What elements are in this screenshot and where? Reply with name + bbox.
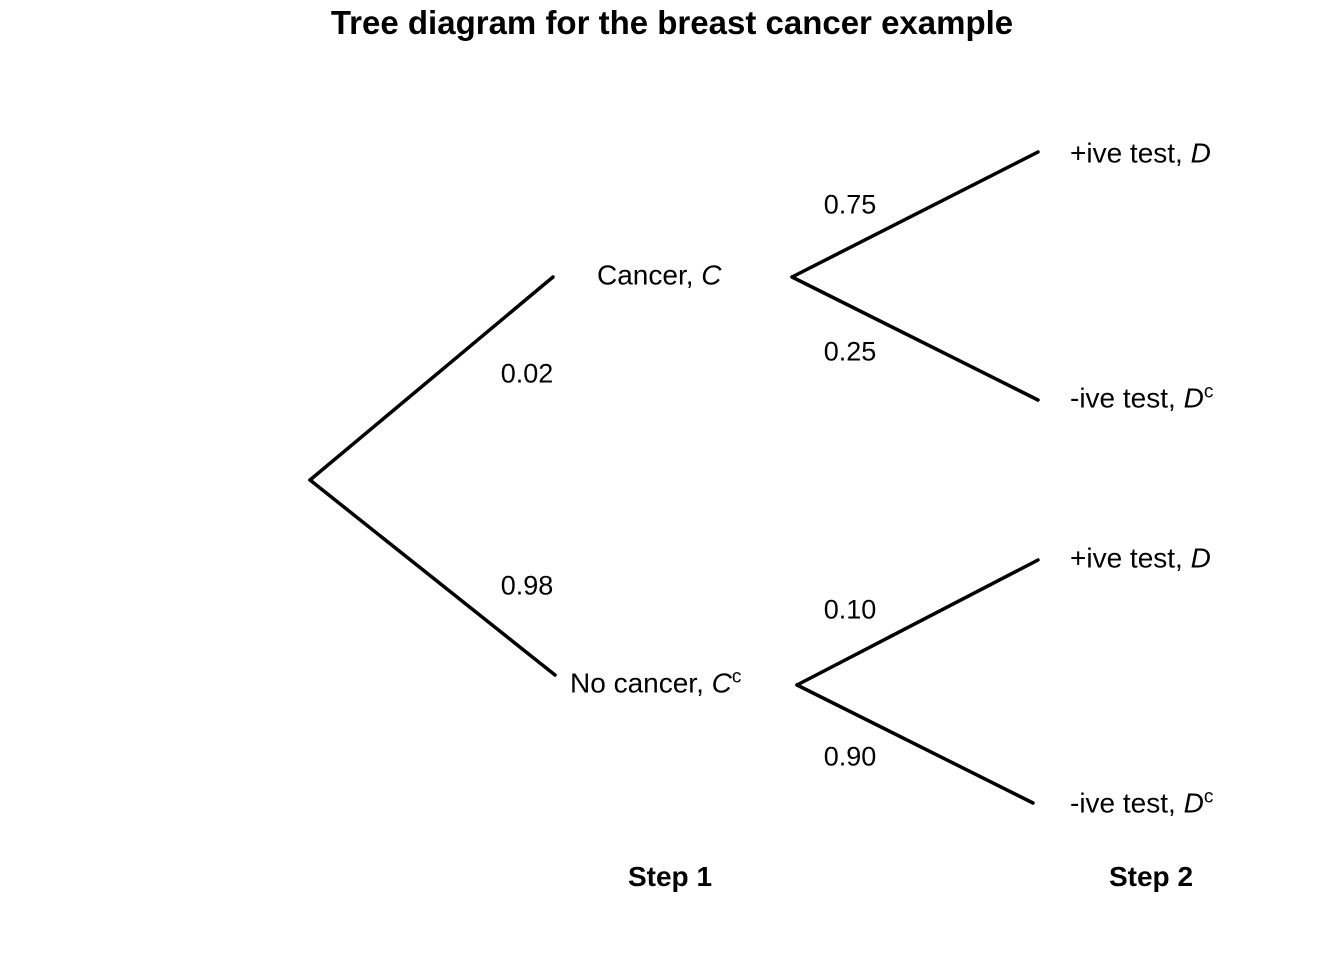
node-label-cancer: Cancer, C (597, 260, 722, 292)
leaf-label-no-cancer-positive-test: +ive test, D (1070, 543, 1211, 575)
branch-no-cancer-to-positive (795, 558, 1040, 687)
probability-positive-given-no-cancer: 0.10 (823, 594, 877, 625)
node-cancer-text: Cancer, (597, 259, 702, 291)
diagram-title: Tree diagram for the breast cancer examp… (330, 4, 1014, 41)
leaf-cancer-positive-text: +ive test, (1070, 137, 1191, 169)
leaf-cancer-negative-text: -ive test, (1070, 382, 1184, 414)
branch-root-to-cancer (308, 275, 555, 482)
leaf-label-cancer-negative-test: -ive test, Dc (1070, 381, 1214, 415)
probability-negative-given-cancer: 0.25 (823, 336, 877, 367)
node-label-no-cancer: No cancer, Cc (570, 666, 742, 700)
node-no-cancer-text: No cancer, (570, 667, 712, 699)
step-1-label: Step 1 (627, 861, 713, 892)
branch-cancer-to-positive (790, 150, 1040, 279)
leaf-cancer-negative-superscript: c (1203, 381, 1214, 403)
leaf-label-no-cancer-negative-test: -ive test, Dc (1070, 786, 1214, 820)
leaf-no-cancer-negative-superscript: c (1203, 786, 1214, 808)
branch-cancer-to-negative (790, 275, 1040, 402)
probability-negative-given-no-cancer: 0.90 (823, 741, 877, 772)
step-2-label: Step 2 (1108, 861, 1194, 892)
leaf-no-cancer-positive-text: +ive test, (1070, 542, 1191, 574)
branch-root-to-no-cancer (308, 478, 557, 677)
probability-no-cancer: 0.98 (500, 570, 554, 601)
leaf-label-cancer-positive-test: +ive test, D (1070, 138, 1211, 170)
node-no-cancer-superscript: c (731, 666, 742, 688)
leaf-cancer-negative-symbol: D (1183, 382, 1204, 414)
branch-no-cancer-to-negative (795, 683, 1035, 805)
leaf-no-cancer-positive-symbol: D (1190, 542, 1211, 574)
leaf-no-cancer-negative-text: -ive test, (1070, 787, 1184, 819)
node-cancer-symbol: C (701, 259, 722, 291)
node-no-cancer-symbol: C (711, 667, 732, 699)
probability-cancer: 0.02 (500, 358, 554, 389)
probability-positive-given-cancer: 0.75 (823, 189, 877, 220)
leaf-cancer-positive-symbol: D (1190, 137, 1211, 169)
leaf-no-cancer-negative-symbol: D (1183, 787, 1204, 819)
